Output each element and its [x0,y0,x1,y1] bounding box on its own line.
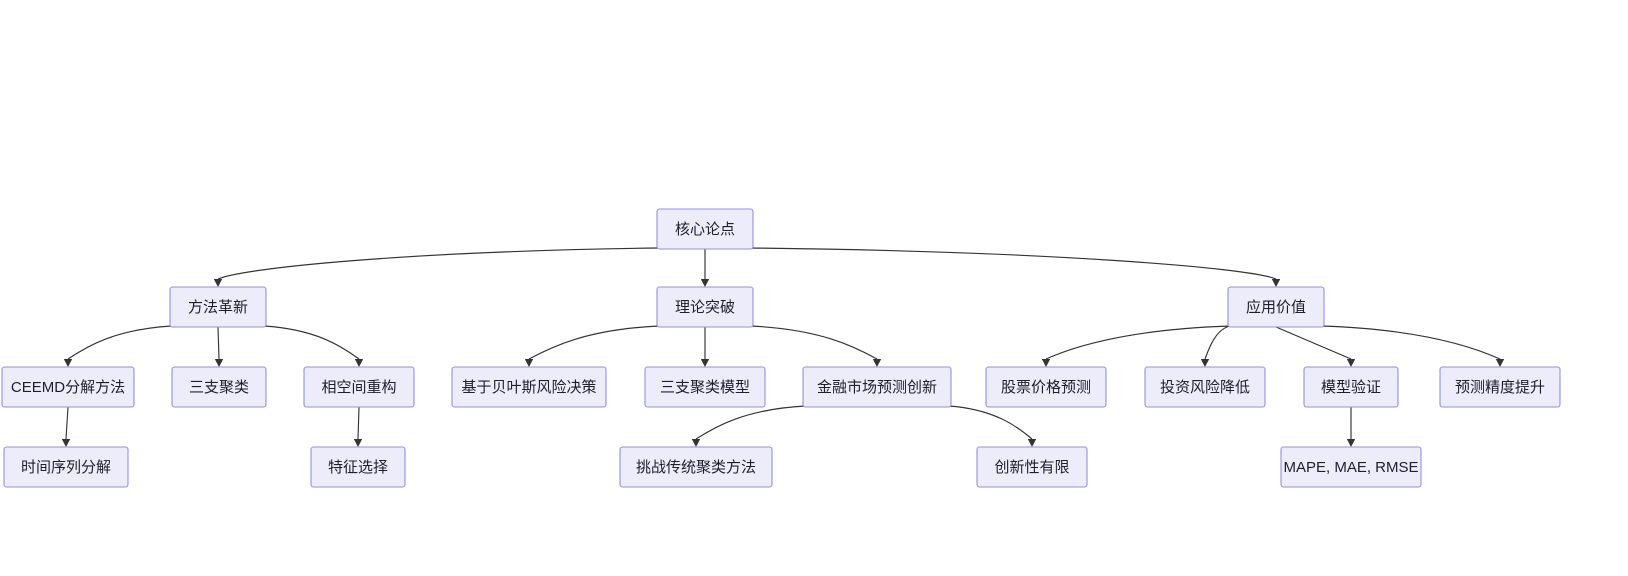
node-l2a2[interactable]: 三支聚类 [171,366,267,408]
node-l2a1[interactable]: CEEMD分解方法 [1,366,135,408]
edge-l2b3-to-l3b3b [948,405,1033,440]
node-box[interactable] [1439,366,1561,408]
node-box[interactable] [619,446,773,488]
node-box[interactable] [451,366,607,408]
node-box[interactable] [985,366,1107,408]
node-label: 三支聚类 [189,379,249,396]
node-l3c3[interactable]: MAPE, MAE, RMSE [1280,446,1422,488]
node-l3b3b[interactable]: 创新性有限 [976,446,1088,488]
node-box[interactable] [1227,286,1325,328]
node-box[interactable] [171,366,267,408]
edge-arrowhead [1346,439,1356,447]
edge-l1a-to-l2a1 [67,325,173,360]
edge-arrowhead [524,359,534,367]
edge-l2a3-to-l3a3 [357,406,360,440]
node-label: 金融市场预测创新 [817,379,937,396]
node-l2c1[interactable]: 股票价格预测 [985,366,1107,408]
node-l3b3a[interactable]: 挑战传统聚类方法 [619,446,773,488]
node-box[interactable] [1,366,135,408]
edge-arrowhead [1200,359,1210,367]
node-box[interactable] [169,286,267,328]
node-l1c[interactable]: 应用价值 [1227,286,1325,328]
node-box[interactable] [802,366,952,408]
edge-root-to-l1c [750,247,1277,280]
node-box[interactable] [976,446,1088,488]
node-l2c4[interactable]: 预测精度提升 [1439,366,1561,408]
node-l2b1[interactable]: 基于贝叶斯风险决策 [451,366,607,408]
edge-arrowhead [354,359,364,367]
edge-arrowhead [1041,359,1051,367]
edge-l1c-to-l2c4 [1321,325,1501,360]
edge-l1b-to-l2b3 [750,325,878,360]
edge-l2a1-to-l3a1 [65,406,69,440]
edge-arrowhead [1271,279,1281,287]
edge-arrowhead [872,359,882,367]
node-label: 相空间重构 [321,379,396,396]
node-label: 模型验证 [1321,379,1381,396]
node-l2c3[interactable]: 模型验证 [1303,366,1399,408]
node-box[interactable] [656,208,754,250]
node-box[interactable] [656,286,754,328]
node-label: 预测精度提升 [1455,379,1545,396]
node-label: 投资风险降低 [1160,379,1250,396]
node-label: 三支聚类模型 [660,379,750,396]
edge-l1c-to-l2c2 [1204,325,1231,360]
node-label: 方法革新 [188,299,248,316]
node-l2a3[interactable]: 相空间重构 [303,366,415,408]
edge-arrowhead [1346,359,1356,367]
node-label: CEEMD分解方法 [11,379,125,396]
node-label: 核心论点 [675,221,735,238]
node-label: 时间序列分解 [21,459,111,476]
node-root[interactable]: 核心论点 [656,208,754,250]
node-label: 理论突破 [675,299,735,316]
node-l1a[interactable]: 方法革新 [169,286,267,328]
node-label: MAPE, MAE, RMSE [1283,459,1418,476]
node-box[interactable] [644,366,766,408]
edge-layer [61,247,1505,447]
edge-arrowhead [353,439,363,447]
edge-l2b3-to-l3b3a [695,405,806,440]
node-l2b2[interactable]: 三支聚类模型 [644,366,766,408]
node-label: 股票价格预测 [1001,379,1091,396]
edge-l1b-to-l2b1 [528,325,660,360]
edge-arrowhead [214,359,224,367]
edge-arrowhead [691,439,701,447]
edge-arrowhead [63,359,73,367]
node-l3a1[interactable]: 时间序列分解 [3,446,129,488]
node-box[interactable] [1303,366,1399,408]
edge-root-to-l1a [217,247,660,280]
node-box[interactable] [3,446,129,488]
edge-arrowhead [1027,439,1037,447]
node-label: 挑战传统聚类方法 [636,459,756,476]
edge-l1a-to-l2a3 [263,325,360,360]
node-label: 特征选择 [328,459,388,476]
node-label: 创新性有限 [994,459,1069,476]
edge-arrowhead [700,359,710,367]
edge-l1c-to-l2c3 [1275,326,1352,360]
node-l3a3[interactable]: 特征选择 [310,446,406,488]
edge-l1c-to-l2c1 [1045,325,1231,360]
node-label: 应用价值 [1246,298,1306,316]
node-box[interactable] [310,446,406,488]
node-box[interactable] [303,366,415,408]
node-l2b3[interactable]: 金融市场预测创新 [802,366,952,408]
node-l2c2[interactable]: 投资风险降低 [1144,366,1266,408]
node-l1b[interactable]: 理论突破 [656,286,754,328]
edge-l1a-to-l2a2 [217,326,220,360]
edge-arrowhead [61,439,71,447]
node-label: 基于贝叶斯风险决策 [461,379,596,396]
edge-arrowhead [1495,359,1505,367]
edge-arrowhead [213,279,223,287]
edge-arrowhead [700,279,710,287]
node-box[interactable] [1280,446,1422,488]
node-box[interactable] [1144,366,1266,408]
